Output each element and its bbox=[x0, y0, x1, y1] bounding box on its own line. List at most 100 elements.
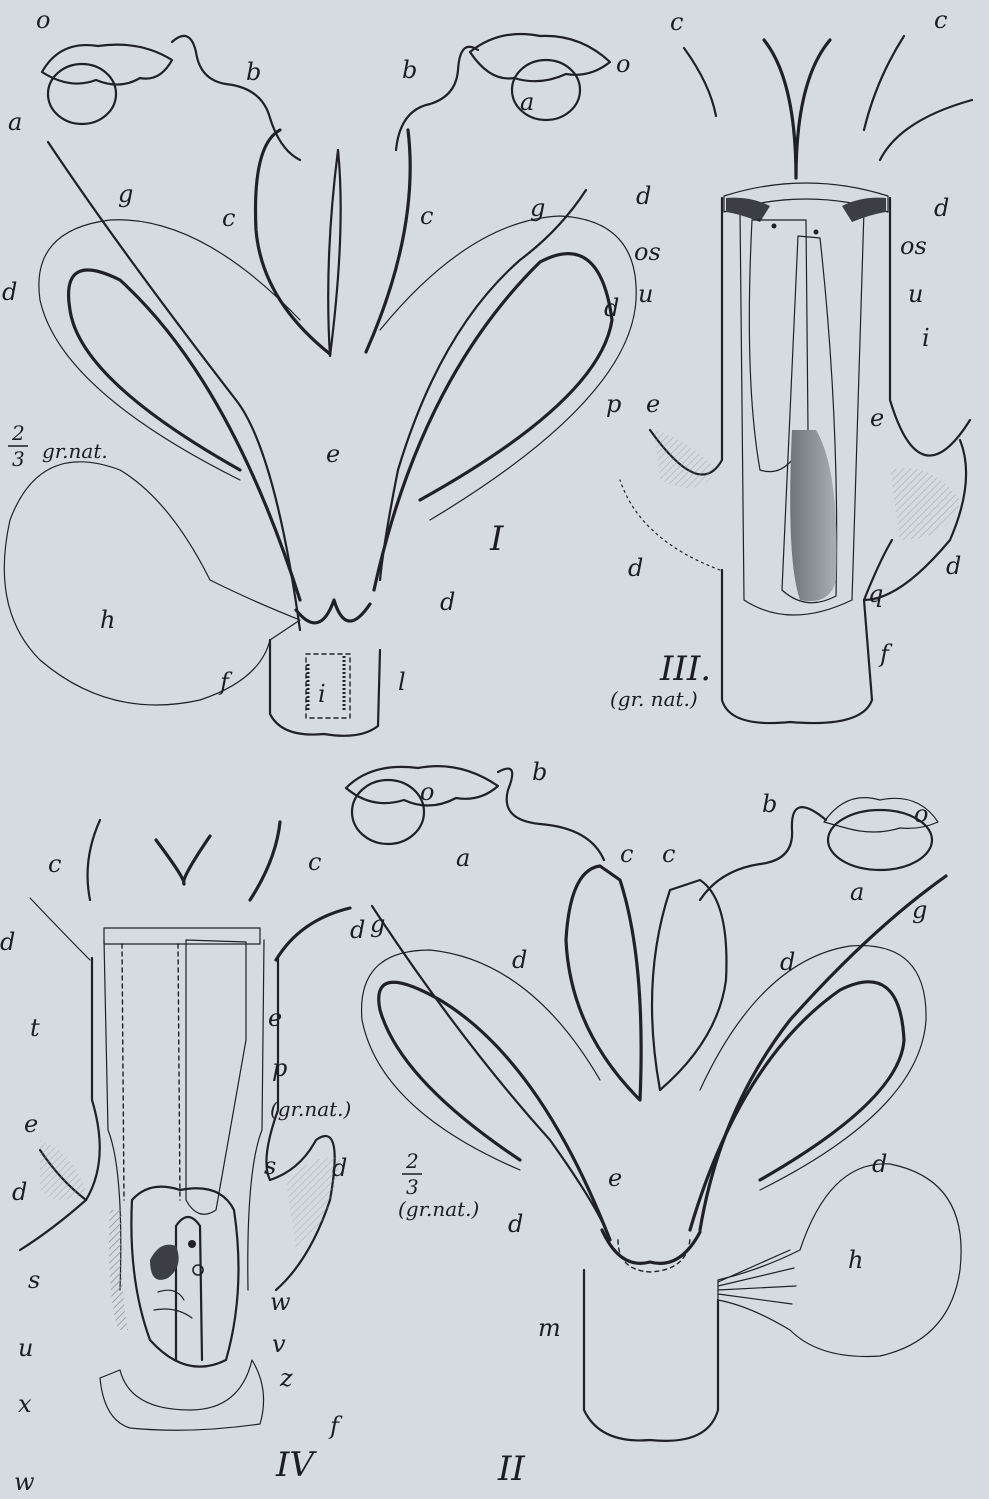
label-ii-d: d bbox=[872, 1150, 887, 1178]
fig2-horn-left bbox=[566, 866, 641, 1100]
label-iv-s: s bbox=[264, 1152, 276, 1180]
fig3-horn-c-mid bbox=[764, 40, 830, 178]
fig2-tube-left bbox=[498, 769, 604, 860]
fig2-canal bbox=[618, 1238, 690, 1272]
figure-IV bbox=[20, 820, 350, 1430]
fig2-loop-right bbox=[690, 982, 904, 1230]
label-ii-d: d bbox=[780, 948, 795, 976]
scale-fig-iv-text: (gr.nat.) bbox=[270, 1097, 351, 1121]
label-iii-os: os bbox=[634, 238, 661, 266]
label-i-c: c bbox=[222, 204, 235, 232]
fig4-dash-mid bbox=[178, 944, 180, 1200]
label-i-d: d bbox=[2, 278, 17, 306]
scale-fig-ii-denominator: 3 bbox=[406, 1175, 419, 1199]
label-ii-h: h bbox=[848, 1246, 863, 1274]
label-i-i: i bbox=[318, 680, 326, 708]
label-i-g: g bbox=[118, 180, 133, 208]
label-i-g: g bbox=[530, 194, 545, 222]
label-ii-a: a bbox=[850, 878, 864, 906]
label-ii-g: g bbox=[912, 896, 927, 924]
label-iii-d: d bbox=[946, 552, 961, 580]
label-iv-e: e bbox=[268, 1004, 282, 1032]
scale-fig-i-text: gr.nat. bbox=[42, 439, 108, 463]
figure-II bbox=[346, 766, 961, 1441]
label-i-o: o bbox=[36, 6, 50, 34]
label-iii-e: e bbox=[870, 404, 884, 432]
label-iii-os: os bbox=[900, 232, 927, 260]
label-i-c: c bbox=[420, 202, 433, 230]
label-ii-b: b bbox=[532, 758, 547, 786]
fig1-loop-right-outer bbox=[380, 216, 636, 520]
label-iii-f: f bbox=[878, 640, 893, 668]
label-ii-c: c bbox=[662, 840, 675, 868]
fig4-arm-left bbox=[30, 898, 90, 960]
label-i-a: a bbox=[8, 108, 22, 136]
fig1-sac bbox=[4, 462, 300, 705]
label-iii-d: d bbox=[636, 182, 651, 210]
label-iii-i: i bbox=[922, 324, 930, 352]
figure-number-iii: III. bbox=[659, 649, 711, 689]
scale-fig-iii-text: (gr. nat.) bbox=[610, 687, 698, 711]
fig3-horn-c-left bbox=[684, 48, 716, 116]
fig4-horn-c-mid bbox=[156, 836, 210, 884]
label-iv-p: p bbox=[272, 1054, 287, 1082]
label-iv-e: e bbox=[24, 1110, 38, 1138]
fig2-body bbox=[602, 1230, 700, 1263]
fig3-dot-right bbox=[814, 230, 819, 235]
label-ii-o: o bbox=[420, 778, 434, 806]
label-iv-d: d bbox=[0, 928, 15, 956]
label-iii-p: p bbox=[606, 390, 621, 418]
fig1-horn-inner bbox=[328, 150, 340, 356]
label-iv-s: s bbox=[28, 1266, 40, 1294]
label-ii-e: e bbox=[608, 1164, 622, 1192]
label-i-o: o bbox=[616, 50, 630, 78]
scale-fig-ii-text: (gr.nat.) bbox=[398, 1197, 479, 1221]
fig1-body bbox=[296, 600, 370, 623]
fig1-loop-left bbox=[69, 270, 300, 600]
label-iii-d: d bbox=[628, 554, 643, 582]
fig1-ligament-left bbox=[48, 142, 300, 630]
label-ii-a: a bbox=[456, 844, 470, 872]
label-iv-f: f bbox=[328, 1412, 343, 1440]
fig1-ligament-right bbox=[380, 190, 586, 580]
fig2-tube-right bbox=[700, 807, 826, 900]
label-i-f: f bbox=[218, 668, 233, 696]
fig4-dash-left bbox=[122, 944, 124, 1200]
figure-labels: ooaabbccggdddehfilIooaabbccggddddehmIIcc… bbox=[0, 6, 961, 1496]
label-iv-c: c bbox=[48, 850, 61, 878]
fig2-ligament-right bbox=[700, 876, 946, 1230]
label-iv-d: d bbox=[12, 1178, 27, 1206]
label-iv-x: x bbox=[18, 1390, 32, 1418]
label-iii-c: c bbox=[934, 6, 947, 34]
scale-fig-i-denominator: 3 bbox=[12, 447, 25, 471]
fig3-dot-left bbox=[772, 224, 777, 229]
fig4-dot-v bbox=[188, 1240, 196, 1248]
label-iv-d: d bbox=[350, 916, 365, 944]
fig2-sac bbox=[718, 1164, 961, 1357]
fig4-curls bbox=[154, 1290, 192, 1318]
figure-number-i: I bbox=[489, 519, 504, 559]
fig2-neck bbox=[584, 1270, 718, 1441]
fig4-chamber bbox=[131, 1187, 238, 1367]
fig2-loop-right-outer bbox=[700, 946, 926, 1190]
label-iv-w: w bbox=[270, 1288, 291, 1316]
label-iv-w: w bbox=[14, 1468, 35, 1496]
scale-fig-ii-numerator: 2 bbox=[405, 1149, 419, 1173]
label-iii-u: u bbox=[638, 280, 653, 308]
scale-fig-i-numerator: 2 bbox=[11, 421, 25, 445]
fig3-dark-core bbox=[790, 430, 836, 601]
fig1-tube-left bbox=[172, 36, 300, 160]
label-iii-e: e bbox=[646, 390, 660, 418]
fig1-horn-right bbox=[366, 130, 410, 352]
label-iv-d: d bbox=[332, 1154, 347, 1182]
fig4-horn-c-left bbox=[88, 820, 100, 900]
label-i-h: h bbox=[100, 606, 115, 634]
label-iv-v: v bbox=[272, 1330, 286, 1358]
label-iv-c: c bbox=[308, 848, 321, 876]
label-ii-c: c bbox=[620, 840, 633, 868]
fig3-top-dark-left bbox=[726, 198, 770, 222]
fig4-base bbox=[100, 1360, 264, 1430]
fig3-shading-left bbox=[654, 430, 716, 488]
figure-III bbox=[620, 36, 972, 723]
